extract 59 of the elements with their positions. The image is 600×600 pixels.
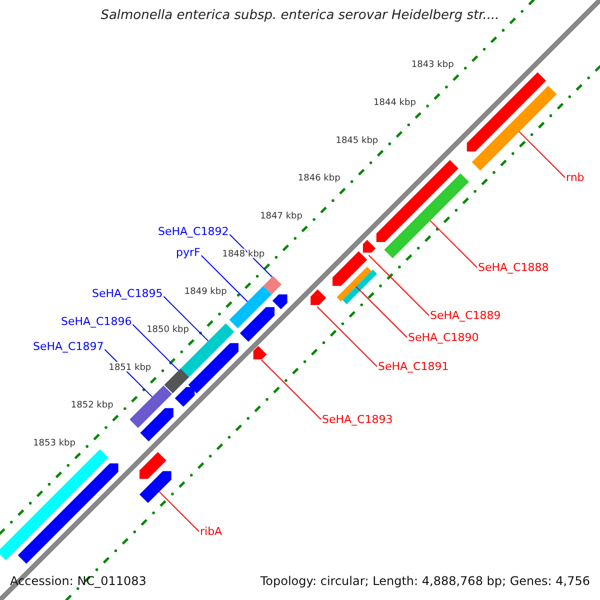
gene-feature [332, 251, 368, 286]
scale-label: 1853 kbp [33, 438, 76, 448]
scale-label: 1845 kbp [336, 136, 378, 146]
gene-label: SeHA_C1890 [408, 331, 479, 344]
gene-label: rnb [566, 171, 584, 184]
accession-text: Accession: NC_011083 [10, 574, 146, 588]
leader-line [163, 296, 209, 342]
gene-feature [263, 276, 282, 294]
scale-label: 1844 kbp [374, 98, 416, 108]
leader-line [132, 324, 180, 371]
gene-feature [272, 294, 288, 310]
gene-feature [376, 160, 458, 242]
gene-feature [229, 286, 272, 328]
gene-feature [140, 408, 174, 442]
genome-info-text: Topology: circular; Length: 4,888,768 bp; Genes: 4,756 [260, 574, 590, 588]
leader-line [229, 234, 273, 278]
gene-feature [362, 240, 376, 253]
gene-label: SeHA_C1888 [478, 261, 549, 274]
leader-line [260, 359, 322, 420]
scale-label: 1846 kbp [298, 174, 340, 184]
gene-label: SeHA_C1897 [33, 340, 104, 353]
scale-label: 1848 kbp [222, 249, 265, 260]
gene-feature [18, 463, 118, 564]
gene-label: SeHA_C1896 [61, 315, 132, 328]
gene-feature [0, 449, 108, 560]
gene-label: SeHA_C1895 [92, 287, 163, 300]
gene-feature [164, 368, 189, 394]
scale-label: 1843 kbp [411, 60, 454, 70]
gene-label: SeHA_C1892 [158, 225, 229, 238]
gene-label: SeHA_C1891 [378, 360, 449, 373]
gene-label: ribA [200, 525, 222, 538]
scale-label: 1847 kbp [260, 212, 302, 222]
leader-line [104, 349, 153, 398]
gene-feature [342, 270, 378, 304]
gene-feature [336, 266, 372, 302]
gene-feature [472, 86, 557, 171]
gene-label: SeHA_C1889 [430, 309, 501, 322]
scale-label: 1849 kbp [184, 287, 227, 298]
gene-label: pyrF [176, 246, 200, 259]
gene-feature [310, 289, 326, 305]
leader-line [355, 286, 408, 338]
leader-line [316, 306, 378, 367]
leader-line [430, 220, 478, 268]
gene-feature [130, 386, 172, 428]
gene-feature [384, 173, 469, 258]
gene-feature [253, 346, 267, 360]
leader-line [368, 254, 430, 316]
gene-feature [188, 343, 238, 394]
gene-feature [466, 72, 546, 152]
gene-label: SeHA_C1893 [322, 413, 393, 426]
scale-label: 1852 kbp [70, 400, 114, 411]
title: Salmonella enterica subsp. enterica serovar Heidelberg str.... [100, 8, 500, 23]
gene-feature [139, 471, 172, 503]
leader-line [200, 255, 248, 302]
leader-line [518, 131, 566, 178]
gene-feature [139, 452, 166, 479]
scale-label: 1850 kbp [146, 325, 189, 335]
gene-feature [240, 307, 275, 342]
gene-feature [174, 386, 195, 407]
